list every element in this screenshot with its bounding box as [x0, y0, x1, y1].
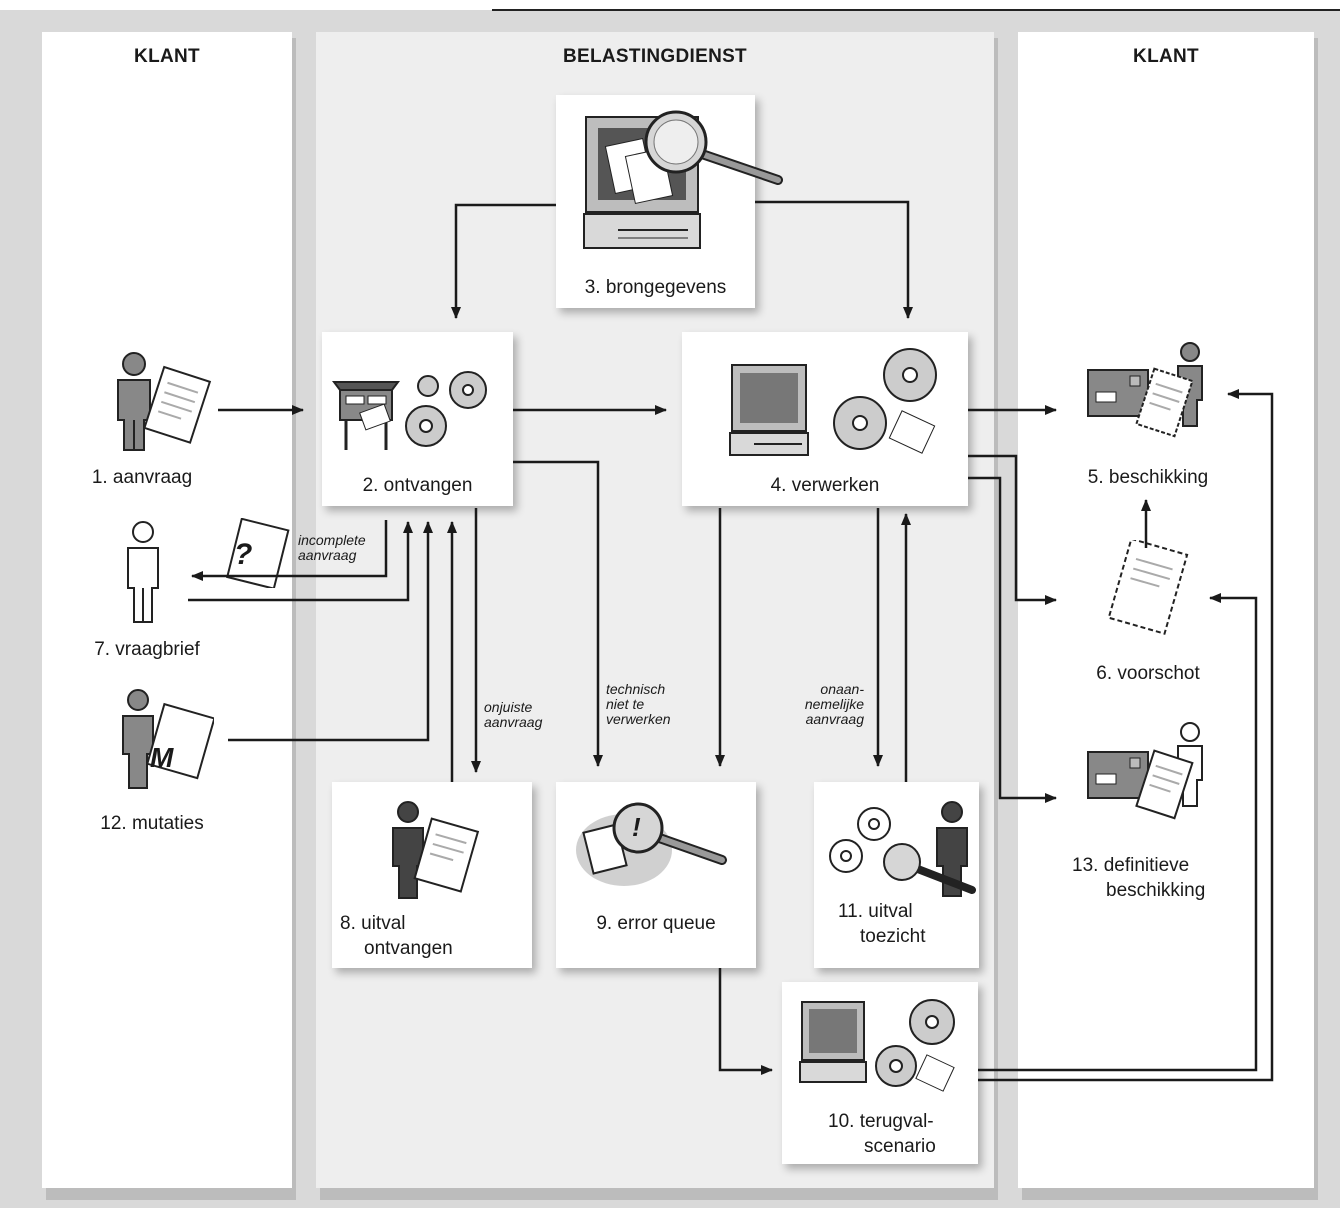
node-label-2: 2. ontvangen [362, 475, 473, 496]
computer-search-icon [583, 110, 783, 249]
node-label-13-line1: 13. definitieve [1072, 855, 1190, 876]
annotation-onjuiste-aanvraag: onjuiste aanvraag [484, 699, 543, 730]
node-label-8-line2: ontvangen [364, 938, 453, 959]
node-label-10-line2: scenario [864, 1136, 936, 1157]
person-icon [127, 521, 159, 623]
person-mutation-icon [122, 689, 214, 789]
node-label-11-line1: 11. uitval [838, 901, 913, 922]
error-magnifier-icon [576, 802, 727, 886]
document-dashed-icon [1107, 540, 1189, 635]
node-label-9: 9. error queue [596, 913, 716, 934]
node-label-10-line1: 10. terugval- [828, 1111, 934, 1132]
node-label-11-line2: toezicht [860, 926, 926, 947]
gears-person-magnifier-icon [829, 801, 976, 897]
computer-gears-fallback-icon [799, 999, 955, 1092]
lane-title-klant-right: KLANT [1133, 46, 1199, 67]
node-label-13-line2: beschikking [1106, 880, 1206, 901]
node-label-1: 1. aanvraag [91, 467, 193, 488]
exclamation-glyph: ! [632, 812, 641, 842]
node-label-7: 7. vraagbrief [94, 639, 200, 660]
lane-title-belastingdienst: BELASTINGDIENST [563, 46, 747, 67]
node-label-5: 5. beschikking [1087, 467, 1209, 488]
person-document-dark-icon [392, 801, 480, 899]
envelope-person-icon [1087, 342, 1203, 438]
node-label-12: 12. mutaties [100, 813, 204, 834]
node-label-8-line1: 8. uitval [340, 913, 406, 934]
computer-gears-icon [729, 348, 937, 456]
node-label-4: 4. verwerken [770, 475, 880, 496]
lane-title-klant-left: KLANT [134, 46, 200, 67]
mailbox-gears-icon [332, 371, 487, 450]
person-document-icon [117, 352, 212, 451]
node-label-6: 6. voorschot [1096, 663, 1200, 684]
annotation-incomplete-aanvraag: incomplete aanvraag [298, 532, 366, 563]
question-mark-glyph: ? [234, 538, 253, 571]
mutation-m-glyph: M [150, 742, 174, 773]
envelope-person-final-icon [1087, 722, 1203, 820]
annotation-technisch-niet-te-verwerken: technisch niet te verwerken [606, 681, 671, 727]
question-letter-icon [226, 518, 290, 588]
node-label-3: 3. brongegevens [584, 277, 727, 298]
annotation-onaannemelijke-aanvraag: onaan- nemelijke aanvraag [804, 681, 864, 727]
